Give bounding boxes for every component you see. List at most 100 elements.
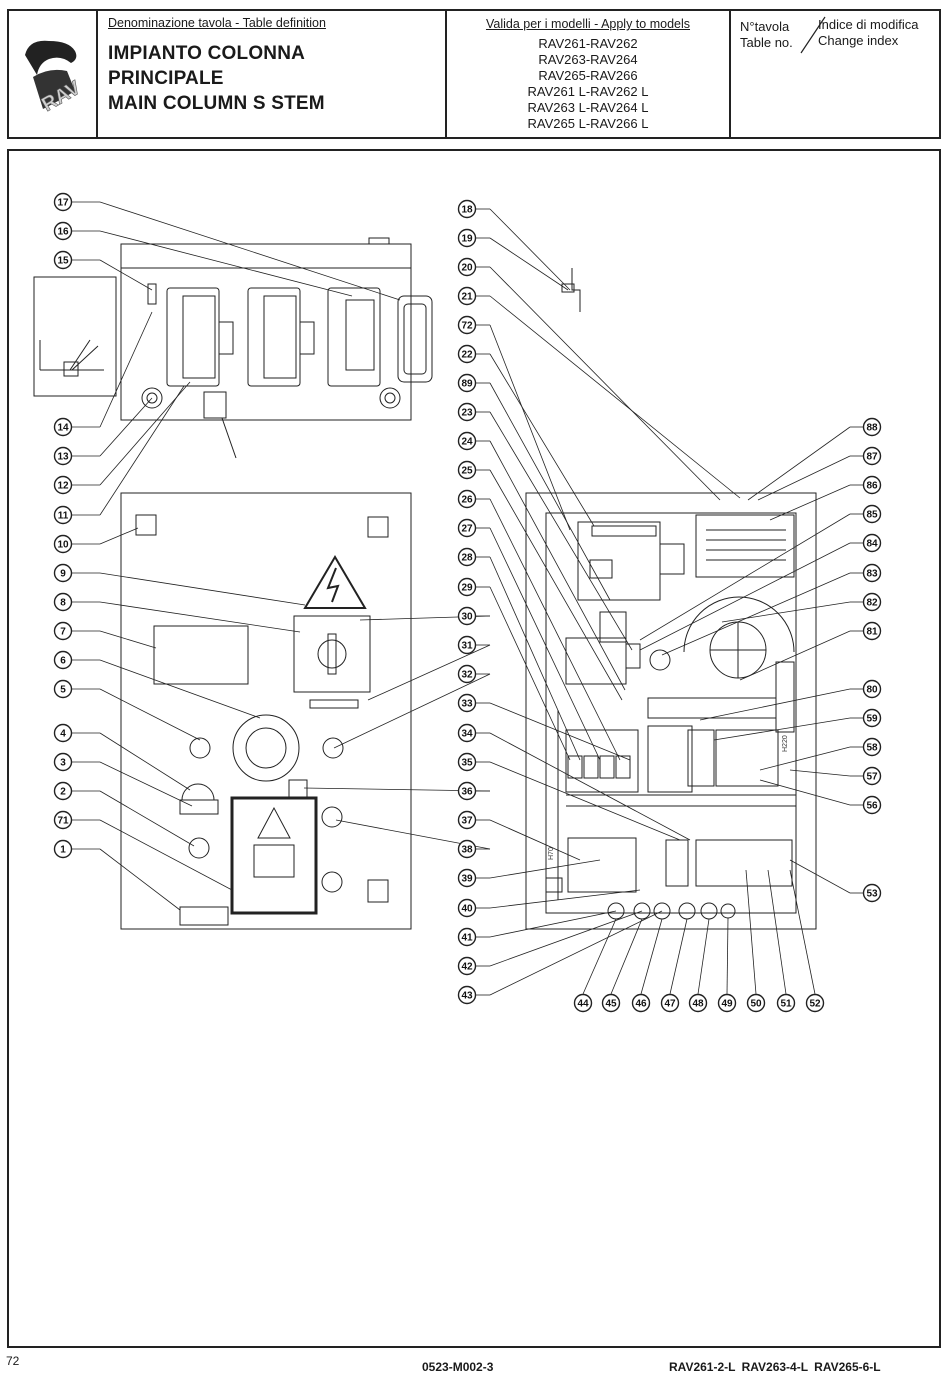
leader-line xyxy=(367,644,491,701)
callout-number: 32 xyxy=(461,670,473,681)
callout-number: 39 xyxy=(461,874,473,885)
callout-middle: 32 xyxy=(457,664,477,684)
model-line: RAV261 L-RAV262 L xyxy=(527,84,649,99)
callout-number: 83 xyxy=(866,569,878,580)
table-definition-label: Denominazione tavola - Table definition xyxy=(108,16,326,30)
leader-line xyxy=(99,201,401,301)
callout-number: 37 xyxy=(461,816,473,827)
leader-line xyxy=(489,910,663,996)
leader-line xyxy=(489,859,601,879)
callout-left: 17 xyxy=(53,192,73,212)
callout-number: 27 xyxy=(461,524,473,535)
callout-number: 72 xyxy=(461,321,473,332)
callout-right: 83 xyxy=(862,563,882,583)
page-number: 72 xyxy=(6,1354,20,1368)
callout-number: 53 xyxy=(866,889,878,900)
leader-line xyxy=(582,918,617,995)
callout-right: 59 xyxy=(862,708,882,728)
callout-middle: 20 xyxy=(457,257,477,277)
h70-label: H70 xyxy=(548,847,555,860)
callout-left: 14 xyxy=(53,417,73,437)
callout-number: 8 xyxy=(60,598,66,609)
callout-middle: 37 xyxy=(457,810,477,830)
main-panel-door xyxy=(120,492,412,930)
connector-box xyxy=(120,237,433,459)
callout-left: 3 xyxy=(53,752,73,772)
side-detail xyxy=(33,276,117,397)
callout-right: 85 xyxy=(862,504,882,524)
leader-line xyxy=(489,889,641,909)
leader-line xyxy=(99,848,181,911)
leader-line xyxy=(789,859,851,894)
leader-line xyxy=(99,311,153,428)
table-no-en: Table no. xyxy=(740,35,793,50)
callout-number: 43 xyxy=(461,991,473,1002)
callout-right: 56 xyxy=(862,795,882,815)
callout-number: 14 xyxy=(57,423,69,434)
callout-middle: 24 xyxy=(457,431,477,451)
leader-line xyxy=(99,819,233,891)
callout-number: 2 xyxy=(60,787,66,798)
leader-line xyxy=(789,769,851,777)
table-number-cell: N°tavola Table no. Indice di modifica Ch… xyxy=(731,11,939,137)
callout-left: 1 xyxy=(53,839,73,859)
callout-number: 59 xyxy=(866,714,878,725)
leader-line xyxy=(333,673,491,749)
callout-right: 86 xyxy=(862,475,882,495)
callout-number: 4 xyxy=(60,729,66,740)
callout-number: 80 xyxy=(866,685,878,696)
callout-number: 36 xyxy=(461,787,473,798)
callout-left: 2 xyxy=(53,781,73,801)
callout-left: 13 xyxy=(53,446,73,466)
callout-middle: 33 xyxy=(457,693,477,713)
leader-lines xyxy=(72,201,864,996)
callout-middle: 34 xyxy=(457,723,477,743)
callout-number: 48 xyxy=(692,999,704,1010)
callout-middle: 29 xyxy=(457,577,477,597)
leader-line xyxy=(489,732,691,841)
callout-middle: 42 xyxy=(457,956,477,976)
callout-bottom: 44 xyxy=(573,993,593,1013)
leader-line xyxy=(99,630,157,649)
callout-number: 34 xyxy=(461,729,473,740)
callout-number: 33 xyxy=(461,699,473,710)
callout-middle: 39 xyxy=(457,868,477,888)
leader-line xyxy=(489,353,595,527)
callout-middle: 35 xyxy=(457,752,477,772)
callout-number: 12 xyxy=(57,481,69,492)
leader-line xyxy=(99,761,193,807)
callout-right: 82 xyxy=(862,592,882,612)
callout-middle: 72 xyxy=(457,315,477,335)
title-line-1: IMPIANTO COLONNA xyxy=(108,43,306,64)
callout-right: 58 xyxy=(862,737,882,757)
model-line: RAV263-RAV264 xyxy=(538,52,638,67)
leader-line xyxy=(99,688,201,741)
callout-left: 15 xyxy=(53,250,73,270)
leader-line xyxy=(726,917,729,995)
callout-number: 46 xyxy=(635,999,647,1010)
table-no-it: N°tavola xyxy=(740,19,790,34)
callout-number: 26 xyxy=(461,495,473,506)
leader-line xyxy=(669,918,688,995)
callout-number: 58 xyxy=(866,743,878,754)
callout-right: 53 xyxy=(862,883,882,903)
leader-line xyxy=(745,869,757,995)
callout-left: 8 xyxy=(53,592,73,612)
callout-number: 21 xyxy=(461,292,473,303)
change-index-en: Change index xyxy=(818,33,899,48)
title-line-3: MAIN COLUMN S STEM xyxy=(108,93,325,114)
callout-middle: 25 xyxy=(457,460,477,480)
leader-line xyxy=(639,513,851,641)
callout-left: 10 xyxy=(53,534,73,554)
callout-number: 6 xyxy=(60,656,66,667)
callout-number: 22 xyxy=(461,350,473,361)
callout-number: 11 xyxy=(58,511,69,522)
callout-number: 88 xyxy=(866,423,878,434)
callout-middle: 43 xyxy=(457,985,477,1005)
leader-line xyxy=(489,208,571,291)
callout-number: 5 xyxy=(60,685,66,696)
rav-logo: RAV xyxy=(25,40,85,117)
callout-middle: 27 xyxy=(457,518,477,538)
leader-line xyxy=(610,918,643,995)
